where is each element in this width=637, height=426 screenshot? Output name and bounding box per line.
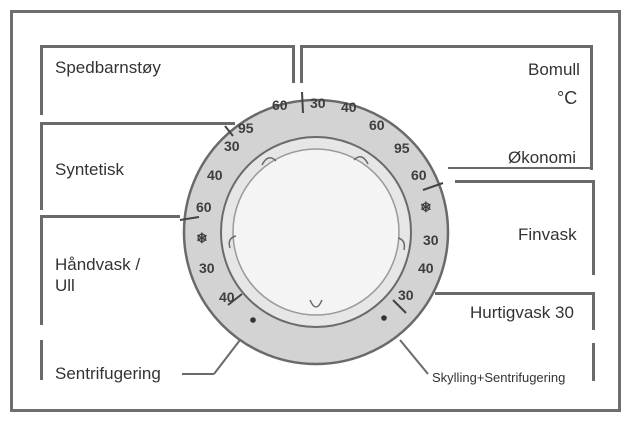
temp-30-quick: 30 xyxy=(398,287,414,303)
program-quick-wash[interactable]: Hurtigvask 30 xyxy=(470,303,574,322)
program-spin[interactable]: Sentrifugering xyxy=(55,364,161,383)
temp-40-top: 40 xyxy=(341,99,357,115)
temp-30-top: 30 xyxy=(310,95,326,111)
divider-left-handwash xyxy=(40,215,180,218)
temp-40-delicate: 40 xyxy=(418,260,434,276)
temp-95-left: 95 xyxy=(238,120,254,136)
temp-60-handwash: 60 xyxy=(196,199,212,215)
divider-top-right-horizontal xyxy=(300,45,592,48)
program-handwash-wool-line2[interactable]: Ull xyxy=(55,276,75,295)
temp-95-cotton: 95 xyxy=(394,140,410,156)
program-rinse-spin[interactable]: Skylling+Sentrifugering xyxy=(432,370,566,385)
dial-grip-marks xyxy=(228,156,406,308)
program-handwash-wool-line1[interactable]: Håndvask / xyxy=(55,255,141,274)
program-economy[interactable]: Økonomi xyxy=(508,148,577,167)
divider-right-quick-vertical xyxy=(592,292,595,330)
ring-tick-bottom-left xyxy=(227,293,243,306)
ring-tick-top xyxy=(301,91,304,114)
dial-knob-face xyxy=(232,148,400,316)
ring-tick-bottom-right xyxy=(392,299,407,314)
program-baby-clothes[interactable]: Spedbarnstøy xyxy=(55,58,161,77)
program-synthetic[interactable]: Syntetisk xyxy=(55,160,124,179)
divider-right-top-vertical xyxy=(590,45,593,170)
program-cotton[interactable]: Bomull xyxy=(528,60,580,79)
pointer-line-spin xyxy=(182,373,214,375)
ring-tick-left xyxy=(179,216,200,221)
pointer-rinse-diagonal xyxy=(399,339,429,375)
temp-40-synthetic: 40 xyxy=(207,167,223,183)
rinse-dot-icon xyxy=(381,315,387,321)
temp-30-handwash: 30 xyxy=(199,260,215,276)
temp-60-top-left: 60 xyxy=(272,97,288,113)
divider-top-left-vertical xyxy=(40,45,43,115)
divider-top-center xyxy=(292,45,295,83)
divider-left-handwash-vertical xyxy=(40,215,43,325)
temp-40-handwash: 40 xyxy=(219,289,235,305)
temp-60-top-right: 60 xyxy=(369,117,385,133)
temp-30-delicate: 30 xyxy=(423,232,439,248)
divider-left-spin-vertical xyxy=(40,340,43,380)
divider-right-delicate xyxy=(455,180,595,183)
divider-right-delicate-vertical xyxy=(592,180,595,275)
snowflake-delicate-icon: ❄ xyxy=(420,199,432,215)
spin-dot-icon xyxy=(250,317,256,323)
snowflake-handwash-icon: ❄ xyxy=(196,230,208,246)
divider-left-synthetic-vertical xyxy=(40,122,43,210)
divider-right-quick xyxy=(435,292,595,295)
divider-top-left-horizontal xyxy=(40,45,293,48)
divider-left-synthetic xyxy=(40,122,235,125)
ring-tick-right xyxy=(422,182,444,191)
pointer-spin-diagonal xyxy=(213,339,241,375)
divider-right-economy xyxy=(448,167,593,169)
temp-60-economy: 60 xyxy=(411,167,427,183)
ring-tick-1 xyxy=(224,125,234,137)
divider-top-right-center xyxy=(300,45,303,83)
program-delicate[interactable]: Finvask xyxy=(518,225,577,244)
temp-30-synthetic: 30 xyxy=(224,138,240,154)
temperature-unit: °C xyxy=(557,88,578,108)
divider-right-rinse-vertical xyxy=(592,343,595,381)
